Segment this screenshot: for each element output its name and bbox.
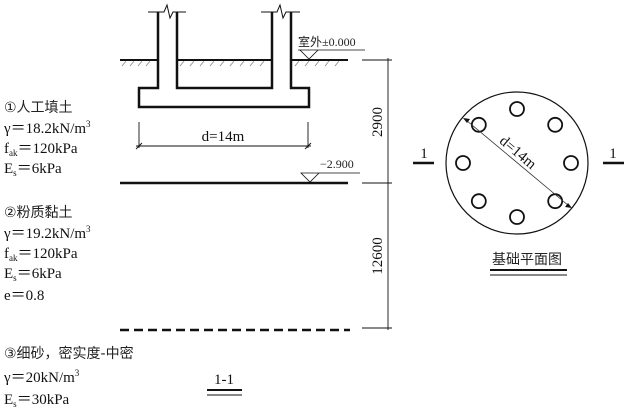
diameter-dimension bbox=[463, 118, 572, 208]
modulus: Es＝6kPa bbox=[4, 266, 62, 283]
break-line-icon bbox=[148, 3, 300, 20]
pile bbox=[470, 193, 487, 210]
section-mark-right: 1 bbox=[609, 146, 617, 162]
section-title: 1-1 bbox=[214, 372, 234, 388]
bearing-capacity: fak＝120kPa bbox=[4, 246, 78, 263]
unit-weight: γ＝20kN/m3 bbox=[3, 368, 80, 386]
plan-diameter-label: d=14m bbox=[496, 133, 539, 173]
layer-1-properties: ①人工填土 γ＝18.2kN/m3 fak＝120kPa Es＝6kPa bbox=[3, 100, 91, 178]
layer-name: ②粉质黏土 bbox=[4, 205, 73, 221]
pile bbox=[547, 116, 564, 133]
pile bbox=[509, 209, 525, 225]
depth-upper-label: 2900 bbox=[370, 107, 386, 137]
pile bbox=[470, 116, 487, 133]
pile bbox=[509, 101, 525, 117]
foundation-plan-circle bbox=[445, 91, 589, 235]
pile bbox=[563, 155, 579, 171]
bearing-capacity: fak＝120kPa bbox=[4, 141, 78, 158]
depth-lower-label: 12600 bbox=[370, 237, 386, 275]
elevation-marker-icon bbox=[300, 172, 360, 183]
plan-title: 基础平面图 bbox=[492, 251, 562, 268]
layer-2-properties: ②粉质黏土 γ＝19.2kN/m3 fak＝120kPa Es＝6kPa e＝0… bbox=[3, 205, 91, 304]
ground-line bbox=[120, 59, 348, 67]
ground-elevation-label: 室外±0.000 bbox=[298, 34, 356, 49]
piles bbox=[455, 101, 579, 225]
width-label: d=14m bbox=[202, 129, 245, 145]
section-mark-left: 1 bbox=[420, 146, 428, 162]
elevation-marker-icon bbox=[298, 49, 365, 60]
layer-name: ①人工填土 bbox=[4, 100, 73, 116]
section-walls bbox=[137, 12, 311, 109]
modulus: Es＝6kPa bbox=[4, 161, 62, 178]
layer-3-properties: ③细砂，密实度-中密 γ＝20kN/m3 Es＝30kPa bbox=[3, 345, 134, 409]
layer-elevation-label: −2.900 bbox=[320, 157, 354, 171]
modulus: Es＝30kPa bbox=[4, 392, 70, 409]
width-dimension bbox=[135, 122, 312, 150]
depth-dimension bbox=[362, 58, 392, 330]
void-ratio: e＝0.8 bbox=[4, 288, 44, 304]
unit-weight: γ＝18.2kN/m3 bbox=[3, 119, 91, 137]
unit-weight: γ＝19.2kN/m3 bbox=[3, 224, 91, 242]
pile bbox=[455, 155, 471, 171]
pile bbox=[547, 193, 564, 210]
layer-name: ③细砂，密实度-中密 bbox=[4, 345, 134, 362]
